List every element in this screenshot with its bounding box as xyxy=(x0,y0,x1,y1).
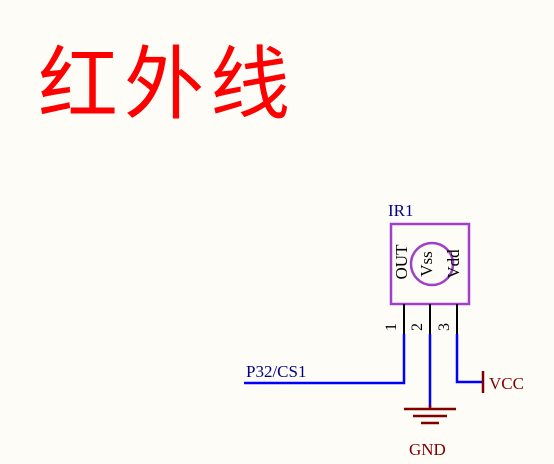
pin-number-2: 2 xyxy=(409,323,426,331)
pin-number-3: 3 xyxy=(436,323,453,331)
schematic-title: 红外线 xyxy=(38,38,296,131)
ground-net-label: GND xyxy=(409,440,446,459)
pin-name-vss: Vss xyxy=(417,251,436,277)
net-label-signal: P32/CS1 xyxy=(246,362,306,381)
wire-power[interactable] xyxy=(455,334,482,384)
pin-number-1: 1 xyxy=(383,323,400,331)
ground-symbol[interactable] xyxy=(404,405,456,425)
power-net-label: VCC xyxy=(489,374,524,393)
pin-name-out: OUT xyxy=(392,244,411,280)
pin-name-vdd: Vdd xyxy=(444,249,463,279)
wire-signal[interactable] xyxy=(244,334,406,385)
ir-receiver-lens xyxy=(409,241,455,287)
component-designator: IR1 xyxy=(388,201,414,220)
